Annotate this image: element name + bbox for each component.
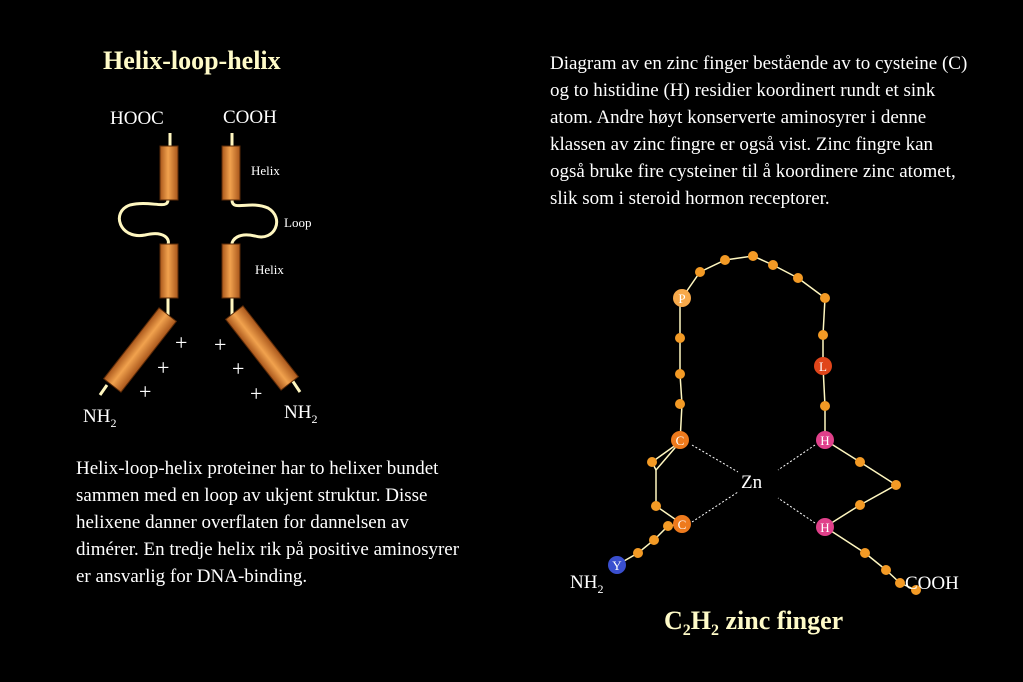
plus-sign: +: [232, 356, 245, 381]
histidine-residue-1: [816, 431, 834, 449]
hooc-label: HOOC: [110, 108, 164, 129]
proline-residue: [673, 289, 691, 307]
residue-dot: [675, 369, 685, 379]
nh2-label-right: NH2: [284, 402, 318, 426]
leucine-residue: [814, 357, 832, 375]
helix-loop-helix-description: Helix-loop-helix proteiner har to helixe…: [76, 458, 460, 587]
residue-dot: [855, 500, 865, 510]
helix-right-dna-binding: [224, 305, 300, 391]
helix-label-top: Helix: [251, 163, 280, 178]
residue-dot: [860, 548, 870, 558]
residue-dot: [649, 535, 659, 545]
residue-dot: [768, 260, 778, 270]
residue-dot: [911, 585, 921, 595]
residue-dot: [820, 401, 830, 411]
plus-sign: +: [157, 355, 170, 380]
residue-dot: [793, 273, 803, 283]
residue-dot: [895, 578, 905, 588]
cooh-label-zinc: COOH: [905, 573, 959, 594]
zn-label: Zn: [741, 472, 763, 493]
cysteine-residue-1: [671, 431, 689, 449]
residue-dot: [675, 399, 685, 409]
residue-dot: [891, 480, 901, 490]
residue-dot: [820, 293, 830, 303]
plus-sign: +: [214, 332, 227, 357]
cysteine-residue-2: [673, 515, 691, 533]
tyrosine-label: Y: [612, 558, 622, 573]
residue-dot: [855, 457, 865, 467]
zinc-finger-diagram: P L C C H H Y: [608, 251, 921, 595]
plus-sign: +: [175, 330, 188, 355]
zinc-finger-description: Diagram av en zinc finger bestående av t…: [550, 53, 968, 209]
helix-loop-helix-title: Helix-loop-helix: [103, 46, 281, 75]
residue-dot: [818, 330, 828, 340]
cysteine-label-2: C: [678, 517, 687, 532]
helix-left-top: [159, 145, 179, 201]
residue-dot: [881, 565, 891, 575]
zinc-finger-caption: C2H2 zinc finger: [664, 606, 844, 640]
nh2-label-left: NH2: [83, 406, 117, 430]
loop-label: Loop: [284, 215, 312, 230]
nh2-label-zinc: NH2: [570, 572, 604, 596]
helix-loop-helix-diagram: [98, 133, 302, 396]
tyrosine-residue: [608, 556, 626, 574]
helix-left-bottom: [159, 243, 179, 299]
proline-label: P: [678, 291, 685, 306]
residue-dot: [695, 267, 705, 277]
histidine-label-2: H: [820, 520, 829, 535]
residue-dot: [748, 251, 758, 261]
residue-dot: [663, 521, 673, 531]
cysteine-label-1: C: [676, 433, 685, 448]
plus-sign: +: [250, 381, 263, 406]
helix-left-dna-binding: [102, 307, 178, 393]
leucine-label: L: [819, 359, 827, 374]
helix-label-bottom: Helix: [255, 262, 284, 277]
cooh-label-left: COOH: [223, 107, 277, 128]
residue-dot: [651, 501, 661, 511]
residue-dot: [675, 333, 685, 343]
helix-right-bottom: [221, 243, 241, 299]
helix-right-top: [221, 145, 241, 201]
plus-sign: +: [139, 379, 152, 404]
residue-dot: [633, 548, 643, 558]
residue-dot: [720, 255, 730, 265]
histidine-residue-2: [816, 518, 834, 536]
histidine-label-1: H: [820, 433, 829, 448]
residue-dot: [647, 457, 657, 467]
